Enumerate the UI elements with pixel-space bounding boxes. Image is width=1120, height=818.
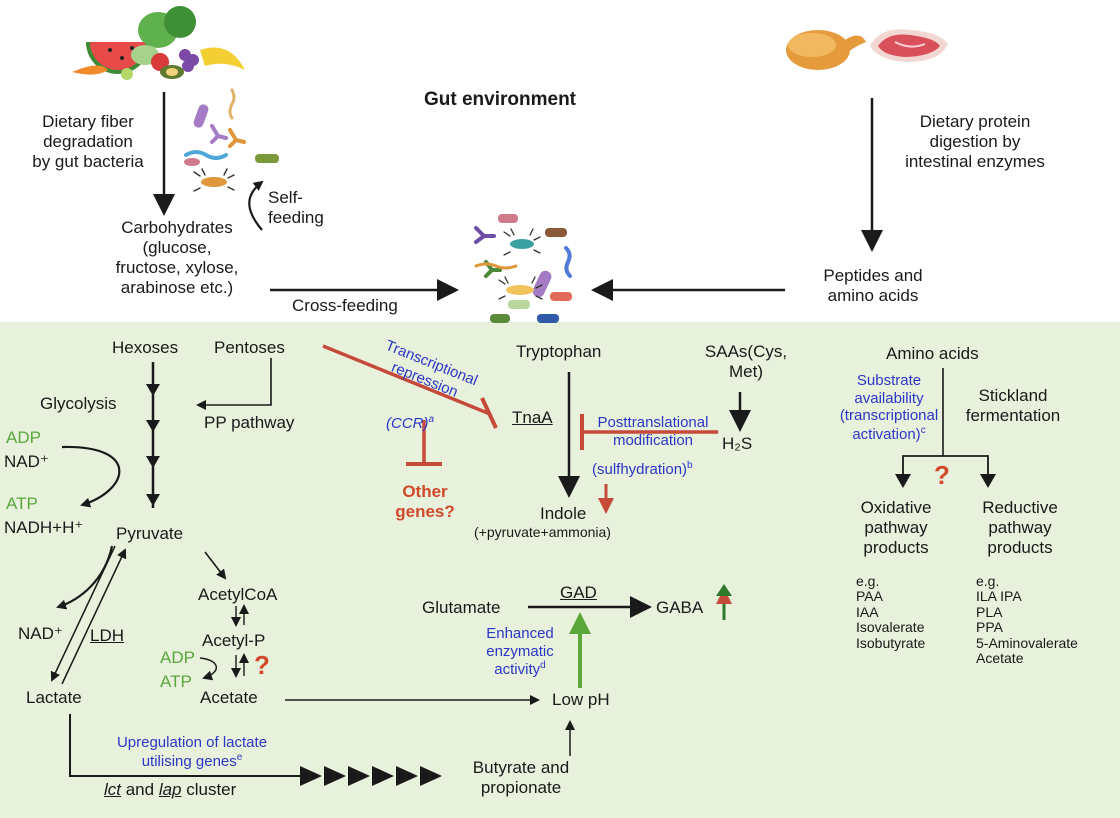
atp2-label: ATP <box>160 672 192 691</box>
tryptophan-label: Tryptophan <box>516 342 602 361</box>
low-ph-label: Low pH <box>552 690 610 709</box>
carbohydrates-label: Carbohydrates (glucose, fructose, xylose… <box>115 218 239 298</box>
other-genes-label: Other genes? <box>395 482 455 522</box>
tnaa-label: TnaA <box>512 408 553 427</box>
lct-lap-cluster-label: lct and lap cluster <box>104 780 237 799</box>
reductive-products-label: Reductive pathway products <box>982 498 1058 558</box>
metabolism-panel <box>0 322 1120 818</box>
nad-plus2-label: NAD⁺ <box>18 624 63 643</box>
diagram-title: Gut environment <box>424 89 577 110</box>
sulfhydration-label: (sulfhydration)b <box>592 460 693 478</box>
pentoses-label: Pentoses <box>214 338 285 357</box>
pp-arrow <box>196 358 272 410</box>
gaba-label: GABA <box>656 598 704 617</box>
hexoses-label: Hexoses <box>112 338 179 357</box>
indole-label: Indole <box>540 504 587 523</box>
self-feeding-label: Self- feeding <box>268 188 324 228</box>
ccr-label: (CCR)a <box>386 414 435 432</box>
acetate-label: Acetate <box>200 688 258 707</box>
upregulation-label: Upregulation of lactate utilising genese <box>116 734 268 770</box>
fiber-degradation-label: Dietary fiber degradation by gut bacteri… <box>32 112 144 172</box>
oxidative-products-label: Oxidative pathway products <box>860 498 932 558</box>
reductive-products-list: e.g. ILA IPA PLA PPA 5-Aminovalerate Ace… <box>976 573 1078 666</box>
pyruvate-label: Pyruvate <box>116 524 184 543</box>
stickland-label: Stickland fermentation <box>965 386 1061 426</box>
nad-plus-label: NAD⁺ <box>4 452 49 471</box>
cross-feeding-label: Cross-feeding <box>292 296 398 315</box>
self-feeding-arrow <box>248 180 264 231</box>
enhanced-activity-label: Enhanced enzymatic activityd <box>486 625 554 679</box>
adp2-label: ADP <box>160 648 195 667</box>
glutamate-label: Glutamate <box>422 598 501 617</box>
butyrate-label: Butyrate and propionate <box>472 758 570 798</box>
nadh-label: NADH+H⁺ <box>4 518 84 537</box>
acetate-question-mark: ? <box>254 650 270 680</box>
atp-label: ATP <box>6 494 38 513</box>
posttranslational-label: Posttranslational modification <box>597 414 709 449</box>
protein-digestion-label: Dietary protein digestion by intestinal … <box>905 112 1045 172</box>
h2s-label: H₂S <box>722 434 753 453</box>
pp-pathway-label: PP pathway <box>204 413 295 432</box>
saas-label: SAAs(Cys, Met) <box>704 342 788 382</box>
substrate-availability-label: Substrate availability (transcriptional … <box>839 372 939 444</box>
oxidative-products-list: e.g. PAA IAA Isovalerate Isobutyrate <box>856 573 926 651</box>
ldh-label: LDH <box>90 626 125 645</box>
peptides-label: Peptides and amino acids <box>823 266 923 306</box>
acetyl-p-label: Acetyl-P <box>202 631 266 650</box>
gad-label: GAD <box>560 583 597 602</box>
glycolysis-label: Glycolysis <box>40 394 117 413</box>
indole-byproducts-label: (+pyruvate+ammonia) <box>474 524 611 540</box>
adp-label: ADP <box>6 428 41 447</box>
acetylcoa-label: AcetylCoA <box>198 585 278 604</box>
stickland-question-mark: ? <box>934 460 950 490</box>
amino-acids-label: Amino acids <box>886 344 979 363</box>
lactate-label: Lactate <box>26 688 82 707</box>
